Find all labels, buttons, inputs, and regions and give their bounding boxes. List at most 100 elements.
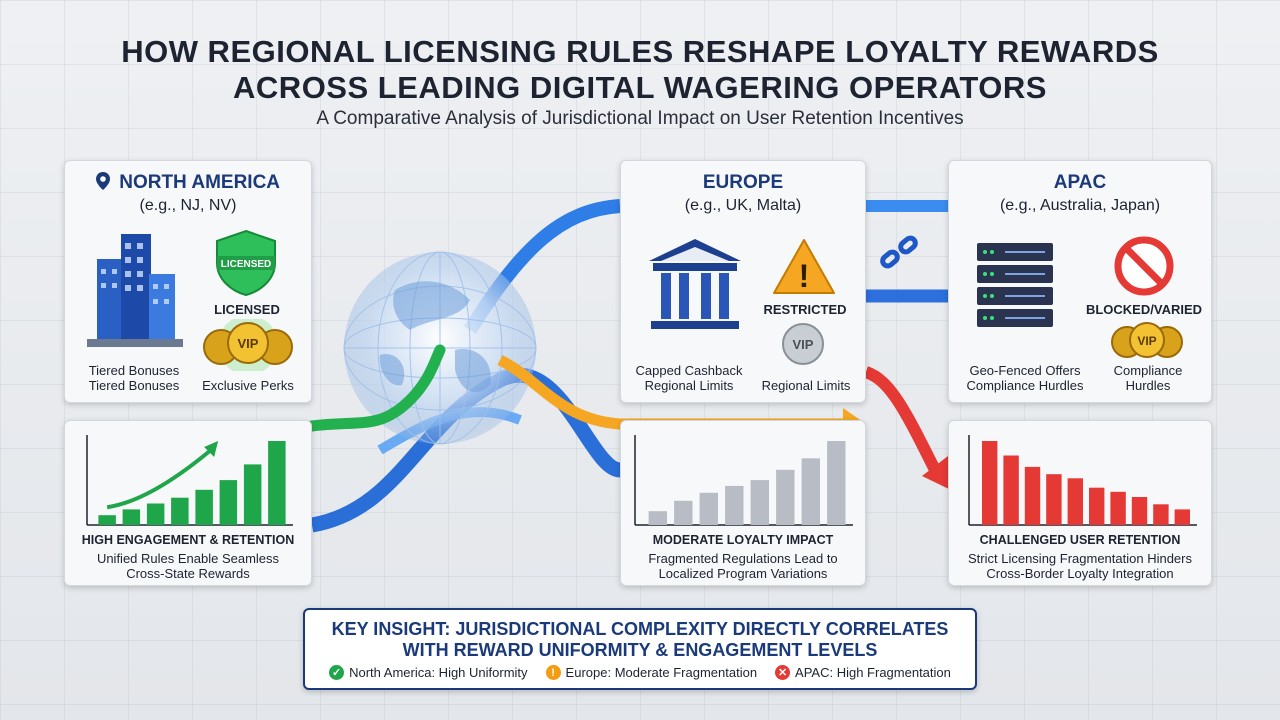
bar [750, 480, 769, 525]
trend-arrow [106, 447, 214, 510]
bar [1110, 491, 1126, 525]
apac-right-label-1: Compliance [1113, 363, 1183, 378]
bar [801, 458, 820, 525]
north-america-chart-desc-2: Cross-State Rewards [126, 566, 250, 581]
europe-chart-card: MODERATE LOYALTY IMPACT Fragmented Regul… [620, 420, 866, 586]
page-subtitle: A Comparative Analysis of Jurisdictional… [316, 108, 964, 129]
bar [674, 500, 693, 525]
europe-bar-chart [634, 435, 853, 526]
north-america-left-label-1: Tiered Bonuses [88, 363, 180, 378]
svg-text:VIP: VIP [238, 336, 259, 351]
globe-continents [379, 281, 491, 393]
apac-left-label-2: Compliance Hurdles [966, 378, 1084, 393]
europe-right-label: Regional Limits [761, 378, 851, 393]
apac-title: APAC [1053, 172, 1107, 193]
europe-examples: (e.g., UK, Malta) [684, 197, 802, 214]
apac-right-label-2: Hurdles [1125, 378, 1171, 393]
north-america-card: NORTH AMERICA (e.g., NJ, NV) LICENSED LI… [64, 160, 312, 403]
page-title-line-1: HOW REGIONAL LICENSING RULES RESHAPE LOY… [121, 34, 1159, 69]
apac-chart-desc-2: Cross-Border Loyalty Integration [986, 566, 1174, 581]
svg-text:VIP: VIP [1137, 334, 1156, 348]
red-flow [863, 366, 941, 473]
exclamation-icon: ! [545, 665, 561, 680]
apac-examples: (e.g., Australia, Japan) [999, 197, 1161, 214]
legend-label-apac: APAC: High Fragmentation [795, 665, 951, 680]
bar [1089, 487, 1105, 525]
legend-label-north-america: North America: High Uniformity [349, 665, 528, 680]
location-pin-icon [95, 172, 110, 196]
bar [648, 511, 667, 525]
apac-left-label-1: Geo-Fenced Offers [969, 363, 1081, 378]
bank-building-icon [649, 239, 741, 329]
server-rack-icon [977, 243, 1053, 327]
north-america-right-label: Exclusive Perks [202, 378, 294, 393]
svg-text:LICENSED: LICENSED [221, 259, 272, 270]
europe-left-label-2: Regional Limits [644, 378, 734, 393]
svg-text:VIP: VIP [793, 337, 814, 352]
legend-item-north-america: ✓ North America: High Uniformity [329, 665, 528, 680]
bar [98, 515, 116, 525]
bar [1174, 509, 1190, 525]
bar [146, 503, 165, 525]
vip-gold-coins-icon: VIP [1111, 322, 1183, 358]
bar [268, 441, 286, 525]
apac-status: BLOCKED/VARIED [1085, 302, 1203, 317]
north-america-examples: (e.g., NJ, NV) [139, 197, 237, 214]
key-insight-legend: ✓ North America: High Uniformity ! Europ… [305, 665, 975, 680]
europe-chart-caption: MODERATE LOYALTY IMPACT [652, 533, 834, 547]
apac-chart-desc-1: Strict Licensing Fragmentation Hinders [968, 551, 1192, 566]
city-buildings-icon [87, 234, 183, 347]
apac-card: APAC (e.g., Australia, Japan) BLOCKED/VA… [948, 160, 1212, 403]
apac-chart-card: CHALLENGED USER RETENTION Strict Licensi… [948, 420, 1212, 586]
europe-title: EUROPE [702, 172, 784, 193]
bar [1067, 478, 1083, 525]
key-insight-title-line-2: WITH REWARD UNIFORMITY & ENGAGEMENT LEVE… [402, 640, 878, 660]
europe-left-label-1: Capped Cashback [635, 363, 743, 378]
vip-silver-coin-icon: VIP [782, 323, 824, 365]
north-america-chart-desc-1: Unified Rules Enable Seamless [96, 551, 280, 566]
green-flow [306, 344, 446, 432]
blocked-icon [1114, 236, 1174, 296]
north-america-left-label-2: Tiered Bonuses [88, 378, 180, 393]
bar [1153, 504, 1169, 525]
legend-item-europe: ! Europe: Moderate Fragmentation [545, 665, 758, 680]
north-america-chart-caption: HIGH ENGAGEMENT & RETENTION [81, 533, 295, 547]
legend-label-europe: Europe: Moderate Fragmentation [565, 665, 758, 680]
north-america-bar-chart [86, 435, 293, 526]
bar [195, 489, 213, 525]
trend-arrow-head [204, 441, 219, 457]
bar [827, 441, 846, 525]
check-icon: ✓ [329, 665, 345, 680]
page-title-line-2: ACROSS LEADING DIGITAL WAGERING OPERATOR… [233, 70, 1047, 105]
north-america-title: NORTH AMERICA [119, 172, 281, 193]
orange-flow [497, 355, 845, 430]
red-arrow-head [922, 456, 955, 492]
legend-item-apac: ✕ APAC: High Fragmentation [775, 665, 951, 680]
north-america-status: LICENSED [214, 302, 280, 317]
bar [243, 464, 262, 525]
key-insight-title-line-1: KEY INSIGHT: JURISDICTIONAL COMPLEXITY D… [331, 619, 949, 639]
north-america-chart-card: HIGH ENGAGEMENT & RETENTION Unified Rule… [64, 420, 312, 586]
svg-text:!: ! [799, 258, 810, 294]
bar [171, 497, 189, 525]
cross-icon: ✕ [775, 665, 791, 680]
broken-link-icon [880, 235, 918, 269]
bar [699, 492, 718, 525]
europe-chart-desc-1: Fragmented Regulations Lead to [648, 551, 838, 566]
europe-chart-desc-2: Localized Program Variations [658, 566, 828, 581]
bar [1003, 455, 1019, 525]
bar [122, 509, 141, 525]
bar [725, 485, 744, 525]
apac-chart-caption: CHALLENGED USER RETENTION [979, 533, 1181, 547]
bar [1024, 466, 1041, 525]
bar [1046, 474, 1062, 525]
bar [1131, 497, 1148, 525]
europe-card: EUROPE (e.g., UK, Malta) ! RESTRICTED VI… [620, 160, 866, 403]
bar [219, 480, 238, 525]
europe-status: RESTRICTED [763, 302, 847, 317]
warning-icon: ! [773, 239, 835, 294]
key-insight-box: KEY INSIGHT: JURISDICTIONAL COMPLEXITY D… [303, 608, 977, 690]
licensed-shield-icon: LICENSED [216, 229, 276, 297]
bar [982, 441, 998, 525]
